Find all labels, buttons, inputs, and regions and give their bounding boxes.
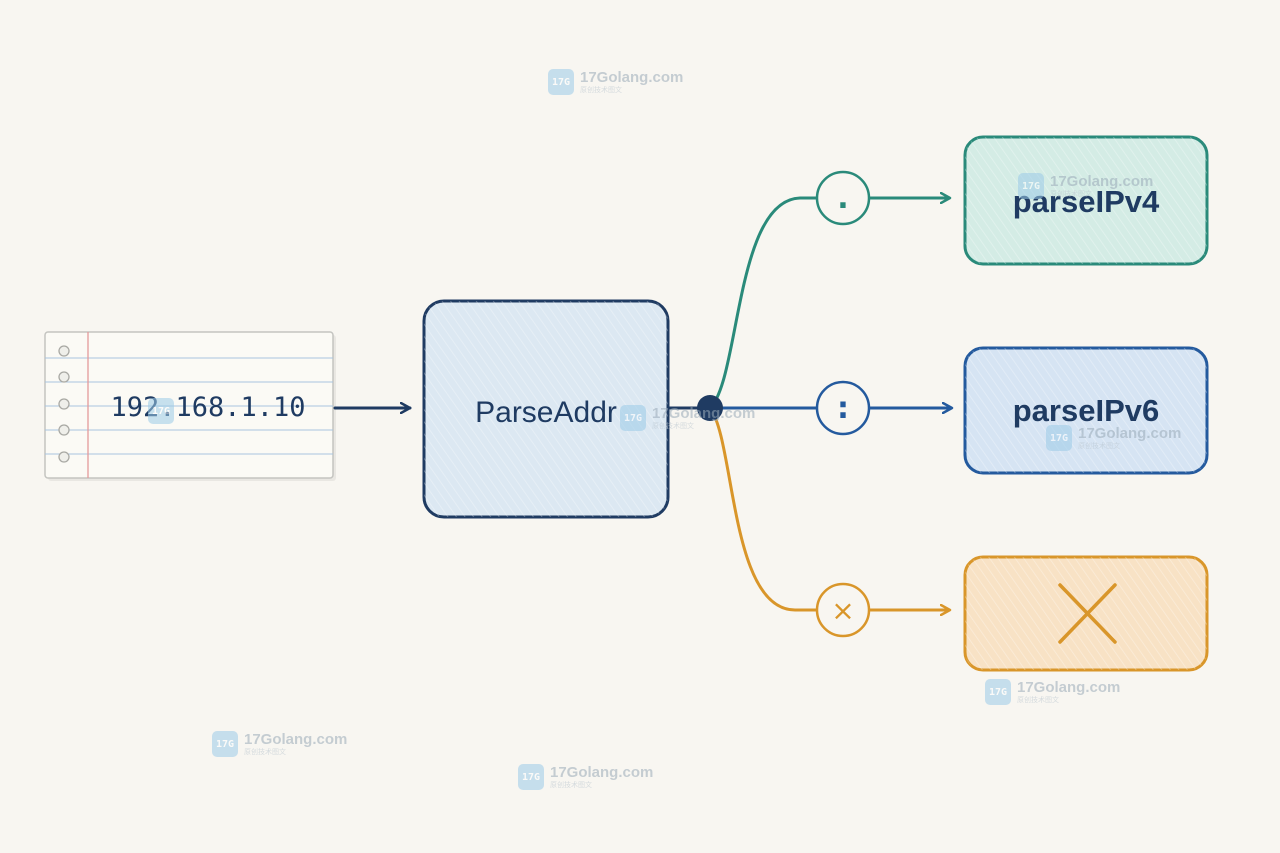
binder-hole [58, 398, 70, 410]
input-note-card: 192.168.1.10 [44, 331, 336, 481]
branch-line-ipv4 [708, 196, 816, 410]
branch-node [697, 395, 723, 421]
parseipv4-label: parseIPv4 [1013, 184, 1160, 219]
dot-condition-circle: . [815, 170, 871, 226]
input-ip-text: 192.168.1.10 [110, 392, 305, 423]
parseaddr-label: ParseAddr [475, 396, 617, 429]
dot-symbol: . [837, 181, 848, 216]
parseipv6-label: parseIPv6 [1013, 393, 1160, 428]
parseaddr-box: ParseAddr [422, 299, 670, 519]
error-symbol: × [831, 594, 854, 627]
error-x-icon [1058, 583, 1117, 644]
parseipv4-box: parseIPv4 [963, 135, 1209, 266]
binder-hole [58, 371, 70, 383]
binder-hole [58, 345, 70, 357]
colon-condition-circle: : [815, 380, 871, 436]
binder-hole [58, 424, 70, 436]
branch-line-error [708, 407, 816, 612]
parseipv6-box: parseIPv6 [963, 346, 1209, 475]
binder-hole [58, 451, 70, 463]
error-condition-circle: × [815, 582, 871, 638]
colon-symbol: : [837, 391, 849, 426]
error-box [963, 555, 1209, 672]
